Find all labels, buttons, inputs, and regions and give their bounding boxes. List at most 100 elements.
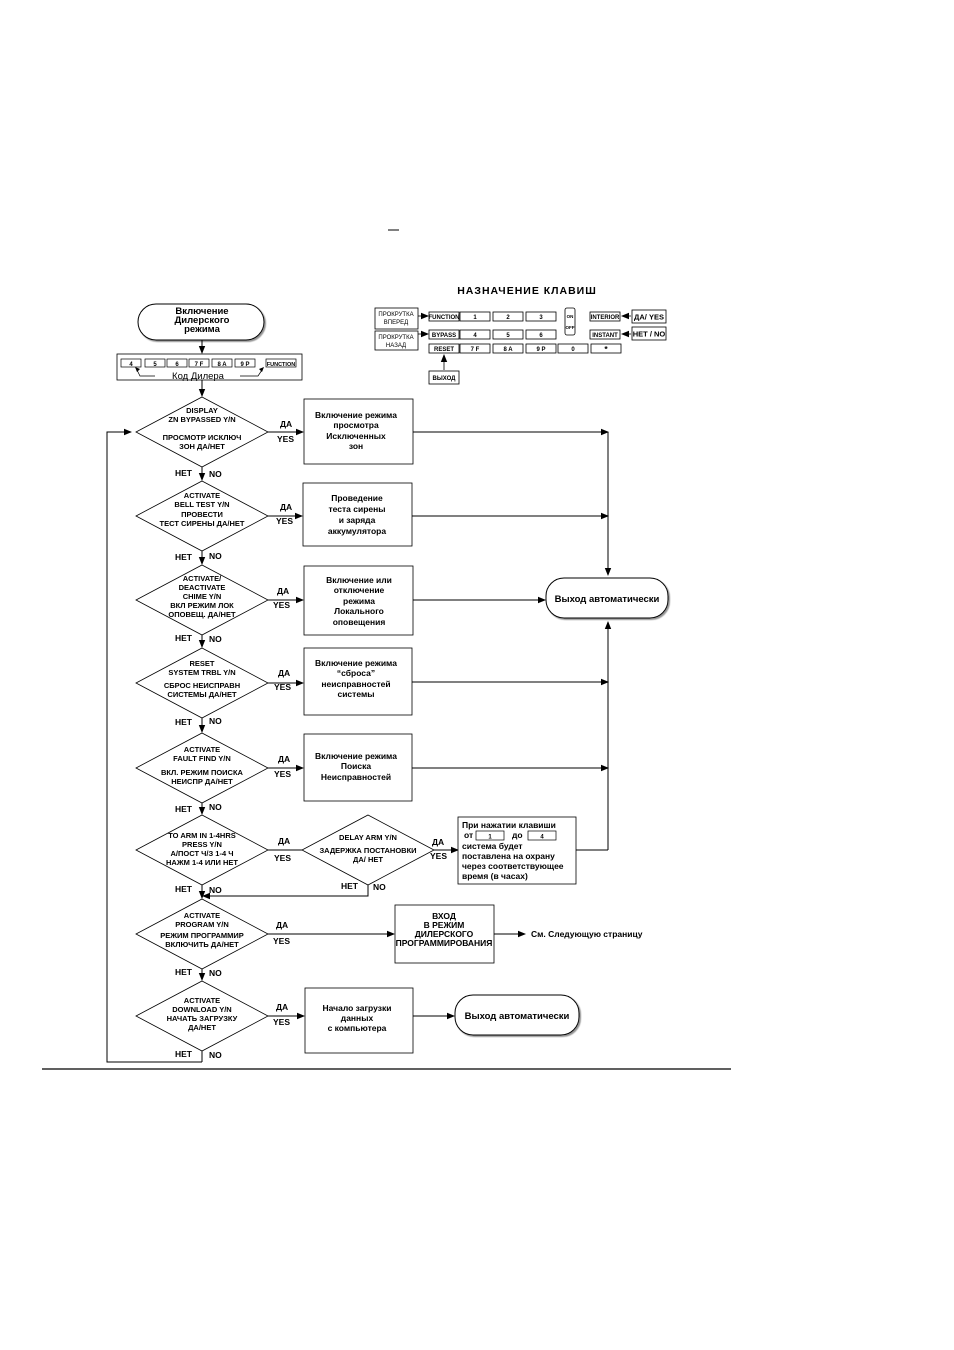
action-3-line-2: “сброса” — [337, 668, 375, 678]
action-2-line-1: Включение или — [326, 575, 392, 585]
dealer-code-box: 4 5 6 7 F 8 A 9 P FUNCTION Код Дилера — [116, 353, 303, 382]
scroll-back-line-2: НАЗАД — [386, 343, 406, 349]
key-0-label: 0 — [571, 347, 575, 353]
yes-en-6: YES — [273, 936, 290, 946]
decision-0-line-1: DISPLAY — [186, 406, 218, 415]
auto-exit-terminator-bottom: Выход автоматически — [454, 994, 580, 1036]
action-1-line-4: аккумулятора — [328, 526, 386, 536]
yes-ru-7: ДА — [276, 1002, 288, 1012]
start-line-1: Включение — [175, 306, 228, 317]
action-2-line-5: оповещения — [333, 617, 386, 627]
exit-key-text: ВЫХОД — [433, 376, 457, 382]
scroll-forward-label: ПРОКРУТКА ВПЕРЕД — [374, 307, 419, 330]
decision-7-line-1: ACTIVATE — [184, 996, 220, 1005]
yes-en-5: YES — [274, 853, 291, 863]
decision-2-line-5: ОПОВЕЩ. ДА/НЕТ — [168, 610, 236, 619]
no-en-7: NO — [209, 1050, 222, 1060]
decision-1-line-3: ПРОВЕСТИ — [181, 510, 223, 519]
key-8: 8 A — [492, 343, 524, 354]
no-ru-delay: НЕТ — [341, 881, 359, 891]
decision-3-line-4: СИСТЕМЫ ДА/НЕТ — [167, 690, 237, 699]
yes-ru-4: ДА — [278, 754, 290, 764]
decision-5-line-3: А/ПОСТ Ч/З 1-4 Ч — [171, 849, 234, 858]
key-legend-title: НАЗНАЧЕНИЕ КЛАВИШ — [457, 285, 597, 297]
delay-action-line-5: время (в часах) — [462, 871, 528, 881]
key-3: 3 — [525, 311, 557, 322]
key-instant: INSTANT — [589, 329, 621, 340]
auto-exit-top-label: Выход автоматически — [555, 594, 660, 605]
action-view-bypassed: Включение режима просмотра Исключенных з… — [303, 398, 414, 465]
key-4: 4 — [459, 329, 491, 340]
key-function-label: FUNCTION — [429, 315, 460, 321]
code-key-5: 5 — [153, 362, 157, 368]
no-en-2: NO — [209, 634, 222, 644]
yes-ru-1: ДА — [280, 502, 292, 512]
decision-2-line-3: CHIME Y/N — [183, 592, 222, 601]
no-labels: НЕТ NO НЕТ NO НЕТ NO НЕТ NO НЕТ NO НЕТ N… — [175, 468, 222, 1060]
action-reset-trouble: Включение режима “сброса” неисправностей… — [303, 647, 413, 716]
scroll-forward-line-2: ВПЕРЕД — [384, 320, 408, 326]
decision-program: ACTIVATE PROGRAM Y/N РЕЖИМ ПРОГРАММИР ВК… — [135, 898, 269, 970]
no-en-3: NO — [209, 716, 222, 726]
decision-4-line-3: ВКЛ. РЕЖИМ ПОИСКА — [161, 768, 244, 777]
no-en-6: NO — [209, 968, 222, 978]
scroll-forward-line-1: ПРОКРУТКА — [378, 312, 413, 318]
start-line-3: режима — [184, 324, 220, 335]
download-action-line-1: Начало загрузки — [323, 1003, 392, 1013]
decision-2-line-2: DEACTIVATE — [179, 583, 226, 592]
key-9-label: 9 P — [536, 347, 545, 353]
dealer-code-label: Код Дилера — [172, 371, 225, 382]
key-off-label: OFF — [566, 325, 575, 330]
no-ru-1: НЕТ — [175, 552, 193, 562]
auto-exit-bottom-label: Выход автоматически — [465, 1011, 570, 1022]
exit-connectors — [412, 428, 612, 851]
key-2-label: 2 — [506, 315, 510, 321]
key-1-label: 1 — [473, 315, 477, 321]
action-delay-arm: При нажатии клавиши от 1 до 4 система бу… — [457, 816, 577, 885]
no-ru-6: НЕТ — [175, 967, 193, 977]
delay-action-key-4: 4 — [540, 835, 544, 841]
delay-decision-line-1: DELAY ARM Y/N — [339, 833, 397, 842]
key-6: 6 — [525, 329, 557, 340]
decision-delay-arm: DELAY ARM Y/N ЗАДЕРЖКА ПОСТАНОВКИ ДА/ НЕ… — [301, 814, 435, 886]
decision-2-line-4: ВКЛ РЕЖИМ ЛОК — [170, 601, 234, 610]
key-9: 9 P — [525, 343, 557, 354]
download-action-line-3: с компьютера — [328, 1023, 387, 1033]
decision-7-line-3: НАЧАТЬ ЗАГРУЗКУ — [167, 1014, 238, 1023]
action-2-line-2: отключение — [334, 585, 385, 595]
code-key-function: FUNCTION — [267, 362, 295, 368]
yes-en-0: YES — [277, 434, 294, 444]
no-key-label: НЕТ / NO — [631, 326, 667, 341]
key-reset: RESET — [428, 343, 460, 354]
program-action-line-3: ДИЛЕРСКОГО — [415, 929, 474, 939]
no-en-1: NO — [209, 551, 222, 561]
action-1-line-1: Проведение — [331, 493, 383, 503]
yes-ru-0: ДА — [280, 419, 292, 429]
next-page-label: См. Следующую страницу — [531, 929, 643, 939]
no-ru-4: НЕТ — [175, 804, 193, 814]
key-reset-label: RESET — [434, 347, 454, 353]
key-6-label: 6 — [539, 333, 543, 339]
yes-en-1: YES — [276, 516, 293, 526]
delay-action-to: до — [512, 830, 523, 840]
action-program-mode: ВХОД В РЕЖИМ ДИЛЕРСКОГО ПРОГРАММИРОВАНИЯ — [394, 904, 495, 964]
yes-key-text: ДА/ YES — [634, 313, 664, 322]
action-3-line-1: Включение режима — [315, 658, 397, 668]
action-1-line-2: теста сирены — [328, 504, 385, 514]
action-fault-find: Включение режима Поиска Неисправностей — [303, 733, 413, 802]
delay-action-from: от — [464, 830, 473, 840]
decision-6-line-1: ACTIVATE — [184, 911, 220, 920]
key-interior-label: INTERIOR — [591, 315, 620, 321]
action-bell-test: Проведение теста сирены и заряда аккумул… — [302, 482, 413, 547]
action-2-line-3: режима — [343, 596, 375, 606]
decision-6-line-3: РЕЖИМ ПРОГРАММИР — [160, 931, 244, 940]
action-download: Начало загрузки данных с компьютера — [304, 987, 414, 1054]
action-chime: Включение или отключение режима Локально… — [303, 565, 414, 636]
yes-ru-6: ДА — [276, 920, 288, 930]
decision-7-line-2: DOWNLOAD Y/N — [172, 1005, 231, 1014]
key-bypass: BYPASS — [428, 329, 460, 340]
program-action-line-1: ВХОД — [432, 911, 456, 921]
key-2: 2 — [492, 311, 524, 322]
yes-en-2: YES — [273, 600, 290, 610]
start-line-2: Дилерского — [175, 315, 230, 326]
